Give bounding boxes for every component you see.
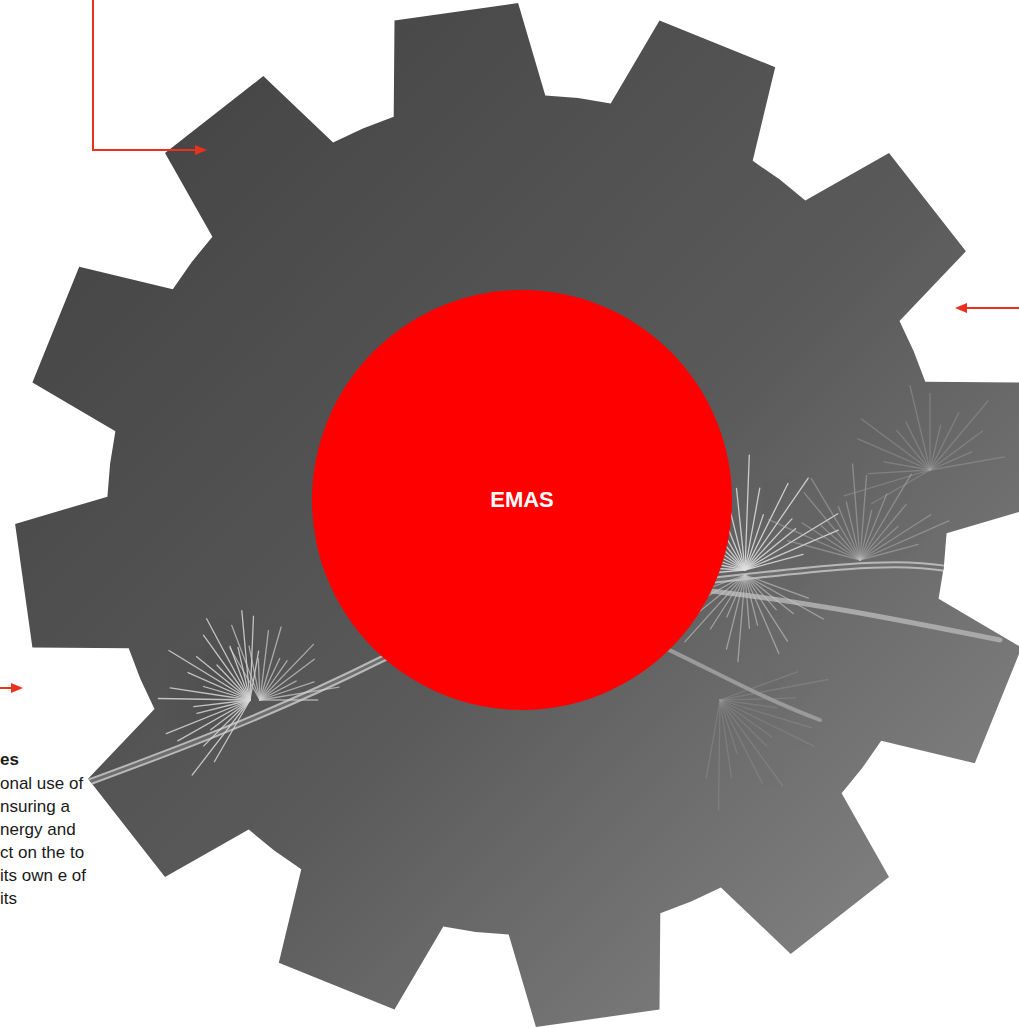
leader-line [966, 307, 1019, 309]
branch-stroke [860, 521, 949, 560]
branch-stroke [930, 452, 972, 470]
branch-stroke [720, 700, 737, 753]
branch-stroke [736, 488, 745, 570]
branch-stroke [731, 513, 745, 570]
branch-stroke [720, 700, 772, 737]
branch-stroke [710, 575, 745, 629]
branch-stroke [720, 700, 732, 778]
section-heading: es [0, 748, 60, 771]
branch-stroke [720, 672, 798, 700]
branch-stroke [720, 679, 828, 700]
branch-stroke [178, 700, 250, 741]
arrow-head [195, 145, 207, 155]
branch-stroke [720, 700, 762, 783]
branch-stroke [260, 659, 314, 700]
branch-stroke [249, 646, 260, 700]
branch-stroke [706, 700, 720, 778]
branch-stroke [821, 526, 860, 560]
leader-line [0, 687, 12, 689]
branch-stroke [930, 401, 988, 470]
branch-stroke [260, 661, 287, 700]
branch-stroke [745, 575, 793, 614]
branch-stroke [860, 504, 906, 560]
branch-stroke [194, 700, 250, 707]
branch-stroke [884, 462, 930, 470]
branch-stroke [844, 470, 930, 496]
branch-stroke [169, 650, 250, 700]
branch-stroke [260, 687, 339, 700]
branch-stroke [727, 575, 745, 617]
branch-stroke [197, 700, 250, 713]
branch-stroke [158, 698, 250, 700]
branch-stroke [906, 422, 930, 470]
branch-stroke [745, 575, 779, 653]
branch-stroke [258, 659, 260, 700]
branch-stroke [719, 700, 720, 810]
leader-line [93, 0, 196, 150]
branch-stroke [745, 575, 749, 628]
branch-stroke [260, 682, 314, 700]
circle-fill [312, 290, 732, 710]
branch-stroke [745, 575, 823, 619]
branch-stroke [872, 470, 930, 504]
node-label: EMAS [490, 487, 554, 513]
branch-stroke [930, 431, 982, 470]
branch-stroke [860, 515, 931, 560]
branch-stroke [802, 523, 860, 560]
branch-stroke [860, 544, 918, 560]
branch-stroke [804, 493, 860, 560]
branch-stroke [745, 554, 803, 570]
body-text: onal use of nsuring a nergy and ct on th… [0, 772, 86, 910]
branch-twig [700, 590, 1000, 640]
branch-stroke [910, 386, 930, 470]
branch-stroke [811, 479, 860, 560]
branch-stroke [868, 470, 930, 474]
branch-stroke [853, 464, 860, 560]
branch-stroke [166, 700, 250, 734]
branch-stroke [745, 575, 808, 598]
branch-stroke [745, 488, 760, 570]
branch-stroke [720, 700, 814, 746]
branch-stroke [232, 625, 260, 700]
emas-circle: EMAS [312, 290, 732, 710]
branch-stroke [203, 635, 250, 700]
branch-stroke [260, 644, 313, 700]
arrow-head [955, 303, 967, 313]
branch-stroke [930, 457, 1004, 470]
branch-stroke [929, 394, 930, 470]
branch-stroke [720, 700, 783, 786]
branch-stroke [260, 699, 318, 700]
branch-stroke [720, 698, 795, 700]
branch-stroke [860, 474, 911, 560]
arrow-head [11, 683, 23, 693]
branch-stroke [745, 575, 787, 641]
branch-stroke [230, 648, 260, 700]
